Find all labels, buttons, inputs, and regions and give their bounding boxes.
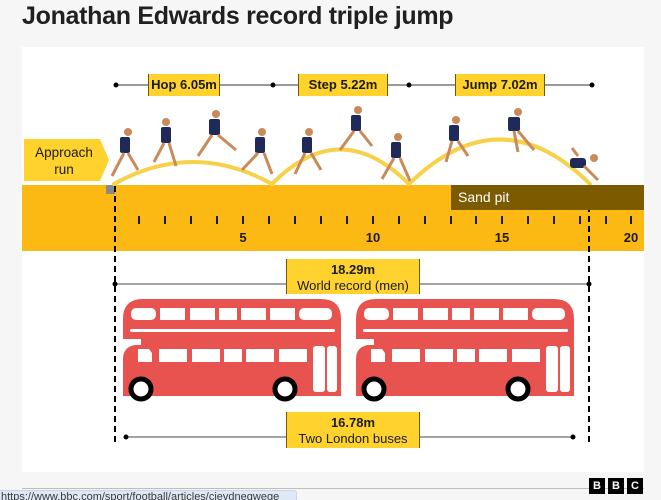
world-record-value: 18.29m — [330, 262, 376, 277]
tick-label-10: 10 — [365, 230, 381, 245]
footer-divider — [22, 488, 644, 489]
athlete-icon — [338, 106, 374, 151]
athlete-icon — [380, 133, 412, 182]
jump-label: Jump 7.02m — [455, 74, 545, 96]
takeoff-board — [106, 185, 115, 194]
athlete-icon — [196, 110, 237, 157]
sand-pit-label: Sand pit — [451, 185, 644, 210]
athlete-figures — [110, 106, 600, 182]
buses-value: 16.78m — [330, 415, 376, 430]
tick-label-20: 20 — [623, 230, 639, 245]
athlete-icon — [508, 108, 536, 153]
buses-caption: Two London buses — [298, 431, 408, 446]
world-record-caption: World record (men) — [297, 278, 409, 293]
athlete-icon — [570, 147, 600, 182]
athlete-icon — [444, 116, 470, 163]
athlete-icon — [293, 128, 323, 175]
tick-label-5: 5 — [239, 230, 247, 245]
approach-run-label: Approach run — [35, 145, 93, 177]
athlete-icon — [152, 118, 178, 167]
bbc-logo: B B C — [589, 478, 643, 494]
world-record-label: 18.29m World record (men) — [286, 259, 420, 294]
bus-icon — [123, 299, 341, 402]
approach-arrow — [24, 139, 109, 181]
status-bar-url: https://www.bbc.com/sport/football/artic… — [0, 490, 297, 500]
bus-icon — [356, 299, 574, 402]
hop-label: Hop 6.05m — [148, 74, 220, 96]
step-label: Step 5.22m — [298, 74, 388, 96]
scale-ticks — [138, 216, 632, 224]
athlete-icon — [110, 128, 140, 177]
page-title: Jonathan Edwards record triple jump — [22, 2, 454, 30]
buses-label: 16.78m Two London buses — [286, 412, 420, 448]
athlete-icon — [240, 128, 274, 175]
tick-label-15: 15 — [494, 230, 510, 245]
